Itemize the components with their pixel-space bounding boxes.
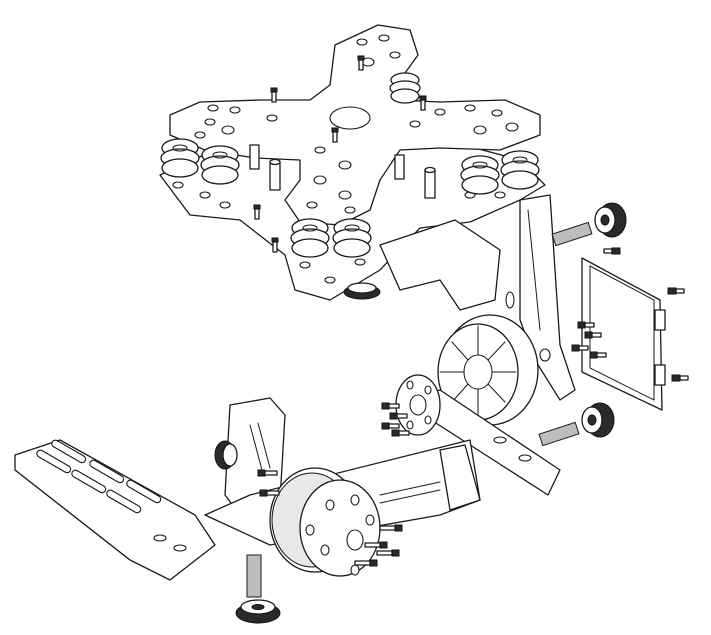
screw-icon [391,429,410,437]
brushless-motor-icon [269,467,381,577]
screw-icon [589,351,607,359]
threaded-rod [551,221,593,247]
rubber-damper-icon [500,150,540,190]
screw-icon [271,237,279,253]
pitch-motor [257,467,403,577]
screw-icon [571,344,589,352]
bottom-fasteners [235,554,281,624]
camera-slide-plate [14,439,216,581]
screw-icon [357,55,365,71]
screw-icon [584,331,602,339]
screw-icon [257,469,278,477]
center-hole [329,106,371,130]
screw-icon [577,321,595,329]
screw-icon [259,489,280,497]
rubber-damper-icon [332,218,372,258]
screw-icon [253,204,261,220]
brushless-motor-icon [437,314,539,426]
rubber-damper-icon [200,145,240,185]
screw-icon [671,374,689,382]
slots [36,439,187,552]
threaded-rod [538,421,580,447]
standoffs [249,144,436,199]
top-mounting-plate-assembly [159,24,546,301]
rubber-damper-icon [290,218,330,258]
right-fasteners [381,202,689,447]
knurled-nut-icon [594,202,627,238]
rubber-damper-icon [160,138,200,178]
screw-icon [331,127,339,143]
rubber-damper-icon [389,72,421,104]
screw-icon [270,87,278,103]
screw-icon [603,247,621,255]
knurled-nut-icon [343,282,381,300]
screw-icon [389,412,408,420]
knurled-nut-icon [235,599,281,624]
screw-icon [419,95,427,111]
plate-holes [172,34,526,284]
rubber-damper-icon [460,155,500,195]
rubber-dampers [160,72,540,258]
control-board [581,257,666,411]
screw-icon [364,541,388,549]
screw-icon [379,524,403,532]
screw-icon [381,422,400,430]
screw-icon [667,287,685,295]
screw-icon [381,402,400,410]
knurled-nut-icon [581,402,615,438]
roll-motor [395,314,561,496]
screw-icon [354,559,378,567]
knurled-nut-icon [214,440,238,470]
threaded-rod [246,554,262,598]
screw-icon [376,549,400,557]
